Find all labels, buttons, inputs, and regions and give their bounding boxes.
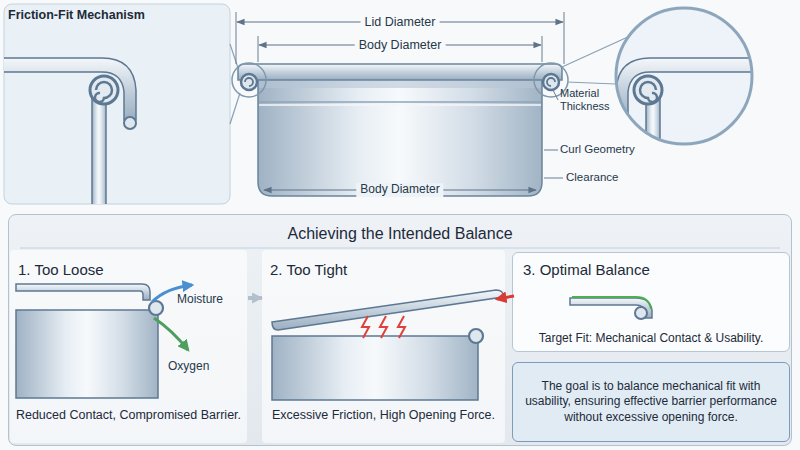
moisture-arrow bbox=[152, 285, 192, 302]
zoom-inset-left bbox=[4, 58, 136, 204]
loose-lid bbox=[16, 284, 150, 300]
part-label: Material Thickness bbox=[560, 87, 622, 112]
dimension-tick bbox=[564, 12, 565, 64]
oxygen-arrow bbox=[154, 318, 188, 350]
tight-can-body bbox=[272, 336, 478, 400]
case-caption: Target Fit: Mechanical Contact & Usabili… bbox=[513, 331, 789, 345]
curl-spiral bbox=[95, 82, 112, 102]
fit-case-panel: 3. Optimal BalanceTarget Fit: Mechanical… bbox=[512, 252, 790, 352]
curl-spiral bbox=[245, 78, 253, 86]
body-curl bbox=[634, 76, 662, 104]
body-curl bbox=[90, 76, 118, 104]
friction-spark bbox=[362, 316, 369, 338]
connector-group bbox=[248, 298, 262, 299]
can-body bbox=[258, 78, 542, 196]
contact-line bbox=[572, 297, 651, 309]
callout-leader bbox=[544, 178, 563, 179]
body-groove bbox=[259, 104, 541, 106]
lid-section bbox=[4, 58, 136, 120]
optimal-lid bbox=[570, 298, 652, 318]
callout-leader bbox=[553, 90, 558, 100]
diagram-title: Friction-Fit Mechanism bbox=[8, 8, 145, 22]
dimension-tick bbox=[542, 36, 543, 62]
dimension-tick bbox=[258, 36, 259, 62]
curl-spiral bbox=[547, 78, 555, 86]
lid-section bbox=[616, 58, 770, 120]
lid-curl bbox=[124, 117, 136, 129]
callout-leader bbox=[544, 150, 558, 151]
lid-curl bbox=[543, 74, 559, 90]
zoom-ring bbox=[616, 8, 752, 144]
dimension-label: Lid Diameter bbox=[361, 15, 440, 29]
can-lid bbox=[238, 64, 562, 80]
case-caption: Excessive Friction, High Opening Force. bbox=[262, 408, 505, 422]
loose-can-body bbox=[16, 310, 158, 398]
rim-shading bbox=[259, 80, 541, 88]
flow-arrow bbox=[248, 296, 262, 300]
part-label: Curl Geometry bbox=[560, 143, 635, 156]
body-curl bbox=[635, 307, 647, 319]
flow-label: Oxygen bbox=[168, 360, 209, 374]
body-wall bbox=[92, 98, 106, 204]
zoom-ring bbox=[232, 63, 266, 97]
force-arrow bbox=[497, 296, 514, 299]
heading-separator bbox=[20, 248, 780, 249]
friction-spark bbox=[380, 316, 387, 338]
zoom-leader-line bbox=[567, 82, 616, 84]
zoom-inset-right bbox=[616, 58, 770, 188]
case-heading: 1. Too Loose bbox=[18, 261, 104, 278]
goal-note: The goal is to balance mechanical fit wi… bbox=[525, 379, 777, 426]
fit-case-panel: 1. Too LooseReduced Contact, Compromised… bbox=[10, 250, 247, 443]
case-caption: Reduced Contact, Compromised Barrier. bbox=[10, 408, 247, 422]
dimension-label: Body Diameter bbox=[355, 38, 446, 52]
tilted-lid bbox=[272, 290, 503, 330]
friction-spark bbox=[398, 316, 405, 338]
goal-note-box: The goal is to balance mechanical fit wi… bbox=[512, 362, 790, 442]
zoom-inset-panel bbox=[4, 4, 230, 204]
balance-panel: Achieving the Intended Balance 1. Too Loo… bbox=[8, 214, 792, 446]
lid-curl bbox=[241, 74, 257, 90]
dimension-tick bbox=[236, 12, 237, 64]
case-heading: 3. Optimal Balance bbox=[523, 261, 650, 278]
case-heading: 2. Too Tight bbox=[270, 261, 347, 278]
body-groove bbox=[259, 101, 541, 103]
curl-spiral bbox=[640, 82, 657, 102]
flow-label: Moisture bbox=[177, 293, 223, 307]
zoom-leader-line bbox=[230, 44, 238, 68]
body-curl bbox=[149, 301, 163, 315]
fit-case-panel: 2. Too TightExcessive Friction, High Ope… bbox=[262, 250, 505, 443]
body-curl bbox=[469, 329, 483, 343]
section-heading: Achieving the Intended Balance bbox=[9, 225, 791, 243]
dimension-label: Body Diameter bbox=[356, 183, 443, 197]
body-wall bbox=[646, 98, 660, 188]
zoom-leader-line bbox=[230, 93, 240, 124]
part-label: Clearance bbox=[566, 171, 618, 184]
lid-curl bbox=[616, 117, 628, 129]
